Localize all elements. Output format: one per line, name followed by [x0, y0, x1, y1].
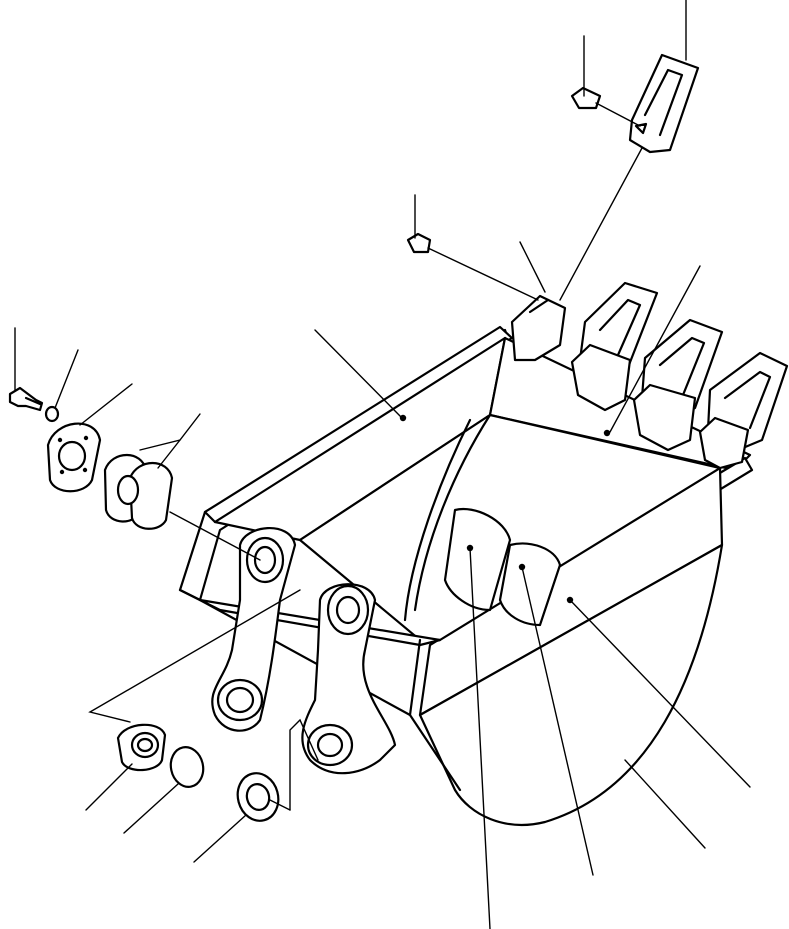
bushing-flange — [46, 422, 102, 493]
lock-pin — [406, 232, 432, 254]
bucket-body — [178, 325, 754, 826]
thrust-washer — [236, 772, 280, 822]
bolt — [8, 386, 44, 412]
shim-ring — [103, 454, 174, 530]
adapter — [510, 294, 750, 470]
leader-lines — [14, 0, 751, 929]
o-ring — [169, 746, 205, 788]
washer — [44, 405, 60, 423]
tooth-exploded — [628, 53, 700, 154]
side-plate — [301, 583, 397, 775]
tooth-pin — [570, 86, 602, 110]
boss — [116, 723, 167, 772]
side-plate — [211, 527, 297, 732]
